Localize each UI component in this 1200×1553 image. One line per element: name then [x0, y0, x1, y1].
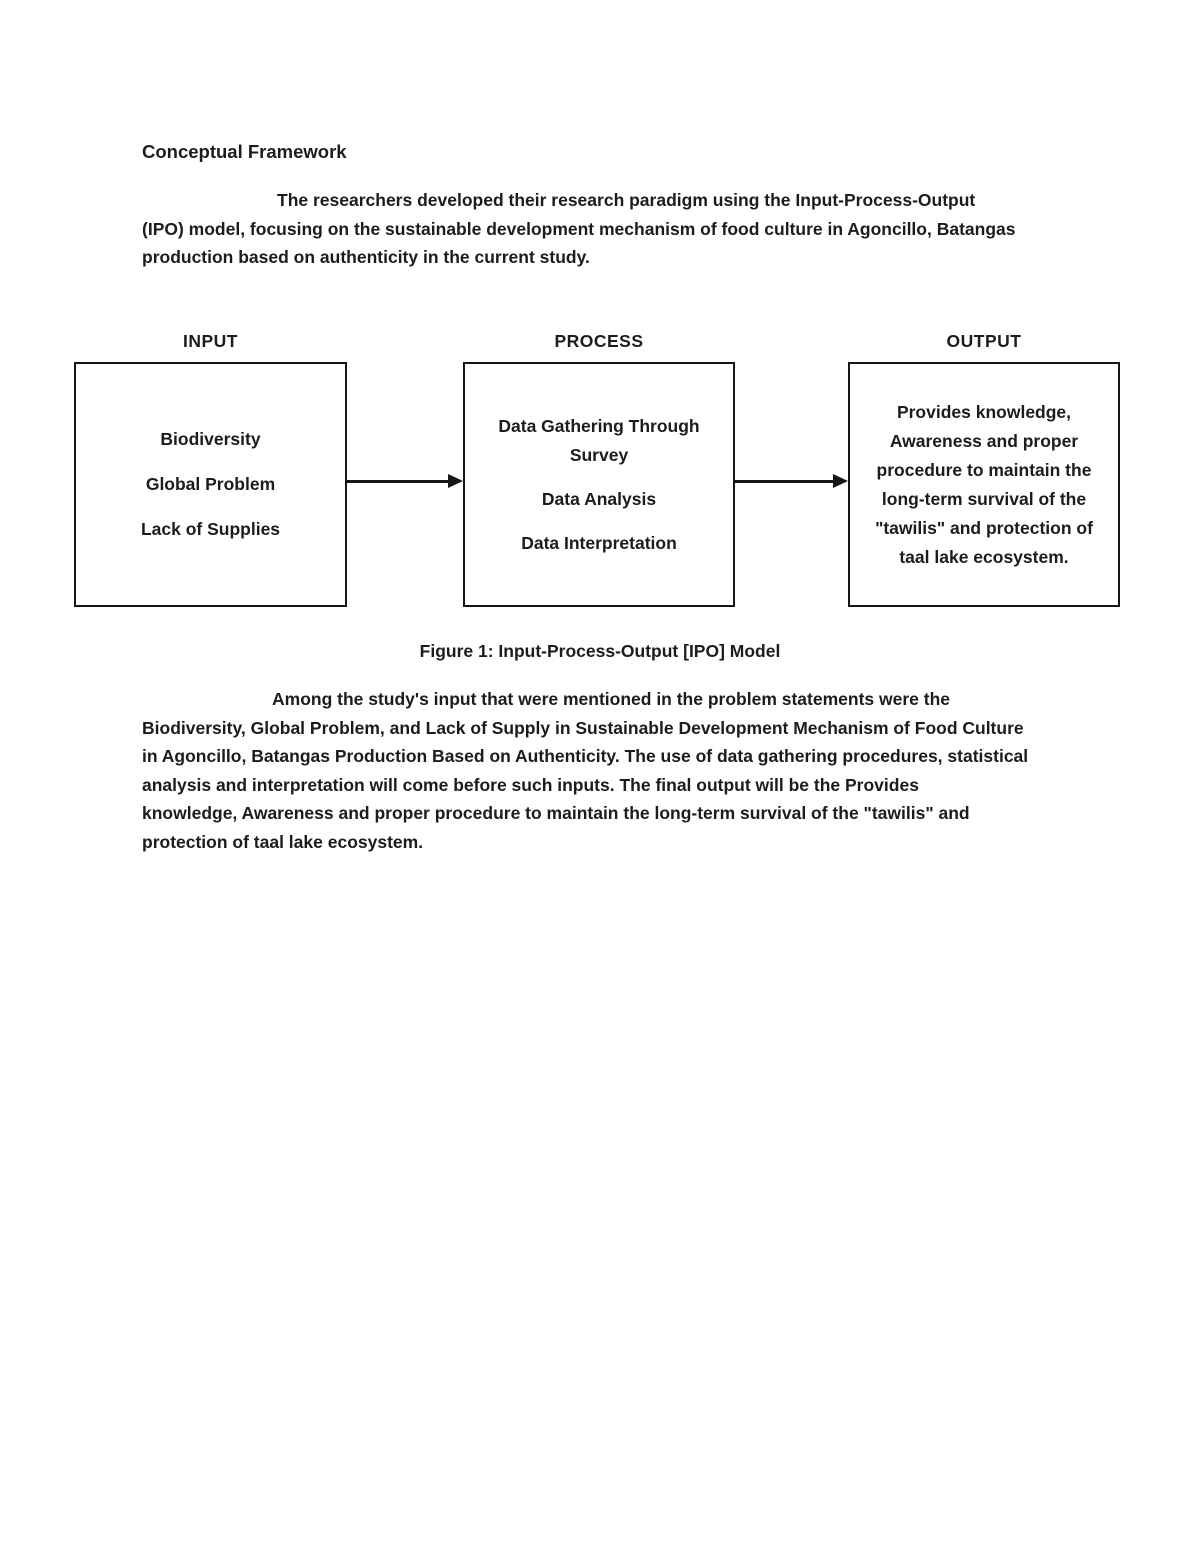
section-heading: Conceptual Framework: [142, 141, 347, 162]
output-box: Provides knowledge, Awareness and proper…: [848, 362, 1120, 607]
input-box-content: Biodiversity Global Problem Lack of Supp…: [141, 429, 280, 540]
input-item: Biodiversity: [160, 429, 261, 449]
arrowhead-icon: [448, 473, 463, 488]
paragraph-line: production based on authenticity in the …: [142, 247, 590, 267]
process-item: Data Gathering Through Survey: [498, 415, 700, 465]
paragraph-line: in Agoncillo, Batangas Production Based …: [142, 746, 1029, 766]
process-item: Data Interpretation: [521, 532, 677, 553]
intro-paragraph: The researchers developed their research…: [142, 186, 1015, 272]
arrowhead-icon: [833, 473, 848, 488]
body-paragraph: Among the study's input that were mentio…: [142, 685, 1028, 856]
input-item: Global Problem: [145, 474, 276, 494]
paragraph-line: knowledge, Awareness and proper procedur…: [142, 803, 970, 823]
paragraph-line: protection of taal lake ecosystem.: [142, 831, 424, 852]
figure-caption: Figure 1: Input-Process-Output [IPO] Mod…: [419, 641, 781, 661]
process-item: Data Analysis: [541, 488, 657, 509]
diagram-label-output: OUTPUT: [946, 331, 1022, 351]
diagram-label-input: INPUT: [183, 331, 238, 351]
input-item: Lack of Supplies: [140, 519, 281, 539]
arrow-input-to-process: [346, 480, 449, 483]
paragraph-line: Among the study's input that were mentio…: [272, 689, 950, 709]
diagram-label-process: PROCESS: [554, 331, 644, 351]
paragraph-line: Biodiversity, Global Problem, and Lack o…: [142, 717, 1024, 738]
paragraph-line: The researchers developed their research…: [277, 190, 976, 210]
output-box-content: Provides knowledge, Awareness and proper…: [875, 401, 1093, 567]
arrow-process-to-output: [734, 480, 834, 483]
process-box-content: Data Gathering Through Survey Data Analy…: [482, 412, 717, 558]
input-box: Biodiversity Global Problem Lack of Supp…: [74, 362, 347, 607]
paragraph-line: analysis and interpretation will come be…: [142, 774, 919, 795]
paragraph-line: (IPO) model, focusing on the sustainable…: [142, 218, 1016, 239]
process-box: Data Gathering Through Survey Data Analy…: [463, 362, 735, 607]
